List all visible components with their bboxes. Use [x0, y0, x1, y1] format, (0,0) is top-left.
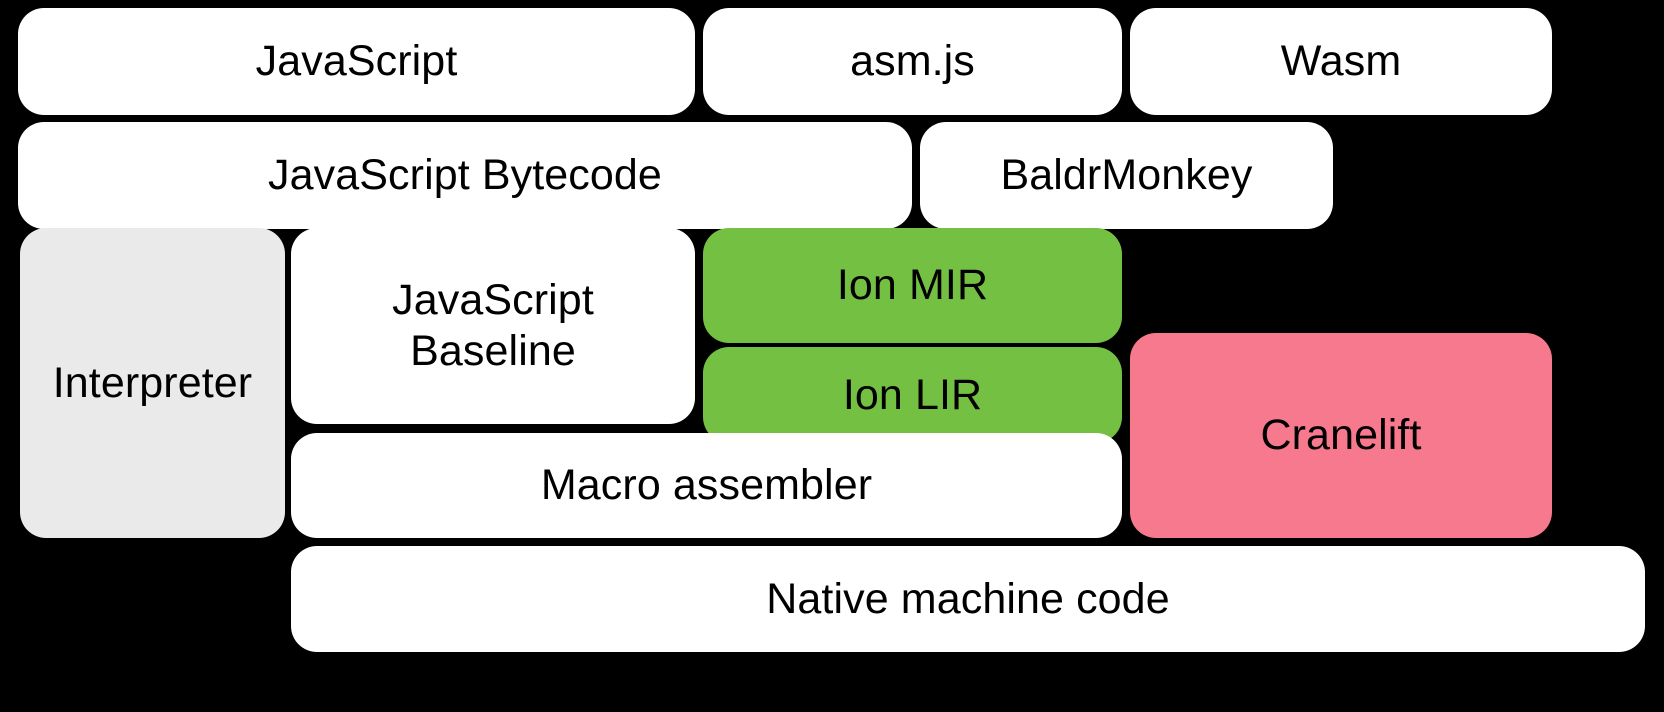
node-label-cranelift: Cranelift [1260, 411, 1422, 460]
node-javascript: JavaScript [18, 8, 695, 115]
node-baldrmonkey: BaldrMonkey [920, 122, 1333, 229]
node-ion-mir: Ion MIR [703, 228, 1122, 343]
node-cranelift: Cranelift [1130, 333, 1552, 538]
node-label-asmjs: asm.js [850, 37, 975, 86]
node-label-macro-assembler: Macro assembler [540, 461, 873, 510]
node-label-ion-lir: Ion LIR [842, 370, 983, 419]
node-label-ion-mir: Ion MIR [836, 261, 989, 310]
node-label-wasm: Wasm [1280, 37, 1402, 86]
node-ion-lir: Ion LIR [703, 347, 1122, 443]
node-label-javascript-baseline: JavaScript Baseline [392, 276, 594, 375]
node-interpreter: Interpreter [20, 228, 285, 538]
node-label-native-machine-code: Native machine code [766, 574, 1170, 623]
node-asmjs: asm.js [703, 8, 1122, 115]
node-macro-assembler: Macro assembler [291, 433, 1122, 538]
node-label-javascript-bytecode: JavaScript Bytecode [268, 151, 662, 200]
node-javascript-bytecode: JavaScript Bytecode [18, 122, 912, 229]
node-label-javascript: JavaScript [255, 37, 458, 86]
node-label-baldrmonkey: BaldrMonkey [1000, 151, 1253, 200]
node-native-machine-code: Native machine code [291, 546, 1645, 652]
node-wasm: Wasm [1130, 8, 1552, 115]
node-javascript-baseline: JavaScript Baseline [291, 228, 695, 424]
node-label-interpreter: Interpreter [52, 358, 253, 407]
